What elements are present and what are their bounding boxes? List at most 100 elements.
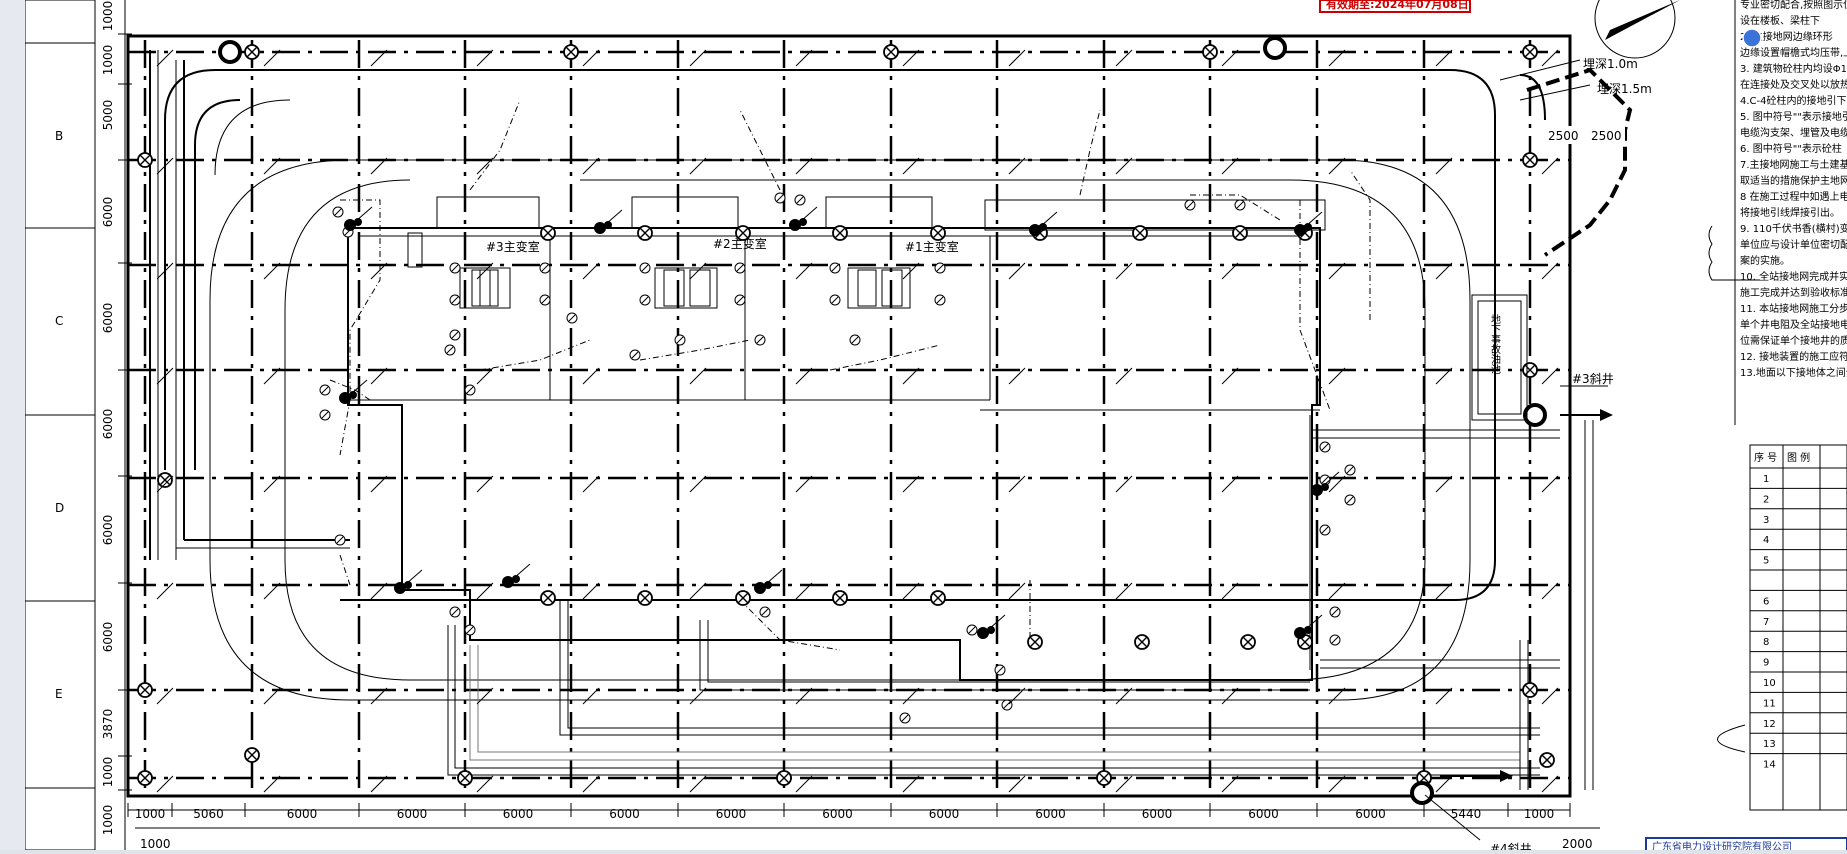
dim-left-7: 3870 [101,709,115,740]
room-label-2: #2主变室 [713,236,767,251]
down-conductor-icon [754,334,766,346]
down-conductor-icon [629,349,641,361]
grounding-rod-icon [832,590,848,606]
junction-mark [902,687,920,705]
junction-mark [1541,775,1559,793]
down-conductor-icon [1319,441,1331,453]
grounding-rod-icon [1240,634,1256,650]
grounding-rod-icon [457,770,473,786]
junction-mark [1008,582,1026,600]
junction-mark [476,262,494,280]
grid-junction-marks [156,49,1559,793]
junction-mark [156,157,174,175]
dim-left-3: 6000 [101,303,115,334]
junction-mark [1328,687,1346,705]
junction-mark [1008,475,1026,493]
junction-mark [476,582,494,600]
down-conductor-icon [934,294,946,306]
junction-mark [476,367,494,385]
test-point-icon [1294,211,1323,236]
junction-mark [795,157,813,175]
down-conductor-icon [734,294,746,306]
bottom-dim-label: 6000 [1035,807,1066,821]
grounding-rod-icon [1522,44,1538,60]
grounding-rod-icon [540,225,556,241]
grounding-rod-icon [1232,225,1248,241]
junction-mark [1435,475,1453,493]
junction-mark [1541,262,1559,280]
junction-mark [1541,49,1559,67]
room-label-3: #3主变室 [486,239,540,254]
down-conductor-icon [449,262,461,274]
down-conductor-icon [1234,199,1246,211]
bottom-dim-label: 1000 [1524,807,1555,821]
junction-mark [1115,49,1133,67]
junction-mark [689,582,707,600]
grounding-rod-icon [1522,682,1538,698]
junction-mark [263,49,281,67]
ramp-dim-1: 2500 [1548,129,1579,143]
junction-mark [1435,582,1453,600]
junction-mark [1435,367,1453,385]
legend-header-no: 序 号 [1754,451,1777,464]
junction-mark [1435,262,1453,280]
grounding-rod-icon [137,770,153,786]
junction-mark [1221,49,1239,67]
down-conductor-icon [934,262,946,274]
down-conductor-icon [639,294,651,306]
down-conductor-icon [1344,494,1356,506]
ground-ring-inner [209,159,1471,701]
cable-trench-left [149,50,350,560]
note-line: 5. 图中符号""表示接地引 [1740,110,1847,123]
down-conductor-icon [334,534,346,546]
junction-mark [476,475,494,493]
down-conductor-icon [332,206,344,218]
junction-mark [370,582,388,600]
junction-mark [1115,367,1133,385]
ground-grid-vertical [143,40,1532,790]
note-line: 11. 本站接地网施工分步实施 [1740,302,1847,315]
junction-mark [1008,687,1026,705]
junction-mark [156,582,174,600]
junction-mark [156,475,174,493]
note-line: 13.地面以下接地体之间全部 [1740,366,1847,379]
note-line: 专业密切配合,按照图示位 [1740,0,1847,11]
note-line: 设在楼板、梁柱下 [1740,14,1820,27]
bottom-dim-label: 6000 [609,807,640,821]
junction-mark [1541,475,1559,493]
legend-row-number: 12 [1763,719,1776,730]
grounding-rod-icon [1522,152,1538,168]
oil-pit-box [1471,294,1528,421]
legend-row-number: 1 [1763,474,1769,485]
test-point-icon [594,209,623,234]
junction-mark [263,775,281,793]
junction-mark [795,262,813,280]
junction-mark [476,687,494,705]
test-point-icon [344,206,373,231]
legend-row-number: 7 [1763,617,1769,628]
bottom-dim-label: 1000 [135,807,166,821]
down-conductor-icon [1001,699,1013,711]
junction-mark [370,775,388,793]
legend-row-number: 4 [1763,535,1769,546]
junction-mark [795,475,813,493]
note-line: 12. 接地装置的施工应符合 [1740,350,1847,363]
test-point-icon [1029,211,1058,236]
grounding-plan-drawing: B C D E 1000 1000 5000 6000 6000 [24,0,1847,854]
grounding-rod-icon [540,590,556,606]
grounding-rod-icon [735,590,751,606]
junction-mark [1435,49,1453,67]
junction-mark [902,582,920,600]
note-line: 10. 全站接地网完成并实测 [1740,270,1847,283]
junction-mark [902,367,920,385]
row-label-c: C [55,314,63,328]
junction-mark [902,49,920,67]
junction-mark [1328,475,1346,493]
validity-stamp [1319,0,1471,13]
junction-mark [476,775,494,793]
junction-mark [1008,367,1026,385]
junction-mark [1115,262,1133,280]
down-conductor-icon [966,624,978,636]
